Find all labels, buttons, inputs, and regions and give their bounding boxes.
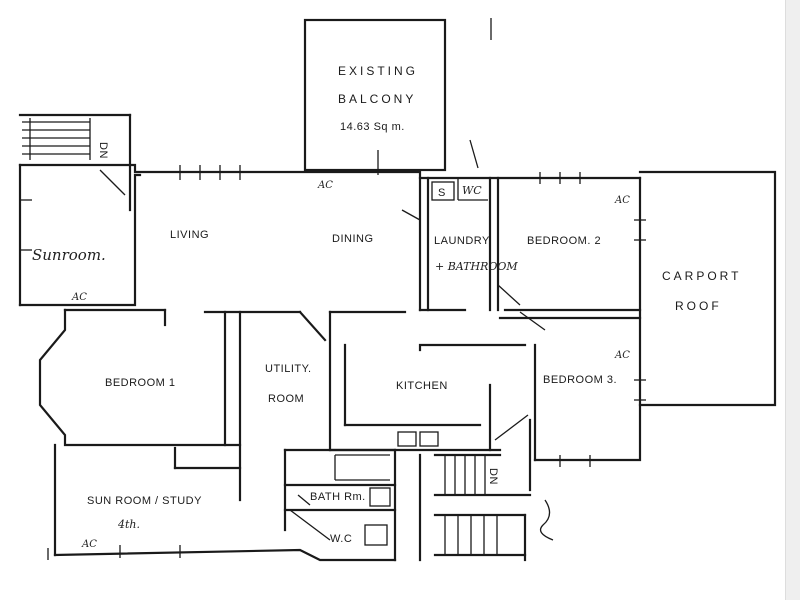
carport-roof [638,170,777,407]
label-existing-balcony-1: EXISTING [338,64,418,78]
label-ac-2: AC [71,292,87,303]
label-ac-4: AC [614,350,630,361]
balcony-outline [303,18,447,172]
stairs-top-left [18,113,132,212]
label-existing-balcony-2: BALCONY [338,92,416,106]
label-wc-lower: W.C [330,533,352,545]
label-bedroom-2: BEDROOM. 2 [527,235,601,247]
label-bedroom-3: BEDROOM 3. [543,374,617,386]
label-laundry: LAUNDRY [434,235,490,247]
laundry-fixtures [401,139,521,306]
label-kitchen: KITCHEN [396,380,448,392]
sink-box [431,181,455,201]
interior-walls [173,176,642,562]
label-living: LIVING [170,229,209,241]
label-ac-5: AC [81,539,97,550]
label-dn-top: DN [97,142,109,159]
label-dining: DINING [332,233,374,245]
label-wc-top: WC [462,184,482,197]
label-bedroom-1: BEDROOM 1 [105,377,176,389]
kitchen-fixtures [397,414,529,447]
label-sunroom: Sunroom. [32,246,106,264]
window-marks [20,165,646,560]
label-carport-2: ROOF [675,299,722,313]
label-bathroom-hand: + BATHROOM [435,260,518,273]
label-utility-2: ROOM [268,393,304,405]
label-ac-3: AC [614,195,630,206]
label-utility-1: UTILITY. [265,363,312,375]
exterior-walls [18,163,642,562]
page-edge [785,0,800,600]
stairs-bottom [418,453,554,562]
label-dn-bottom: DN [487,468,499,485]
label-fourth: 4th. [117,518,140,531]
label-s: S [438,187,446,199]
balcony [303,18,492,175]
label-balcony-area: 14.63 Sq m. [340,121,405,133]
label-bath-rm: BATH Rm. [310,491,366,503]
label-ac-1: AC [317,180,333,191]
label-carport-1: CARPORT [662,269,741,283]
label-sunroom-study: SUN ROOM / STUDY [87,495,202,507]
